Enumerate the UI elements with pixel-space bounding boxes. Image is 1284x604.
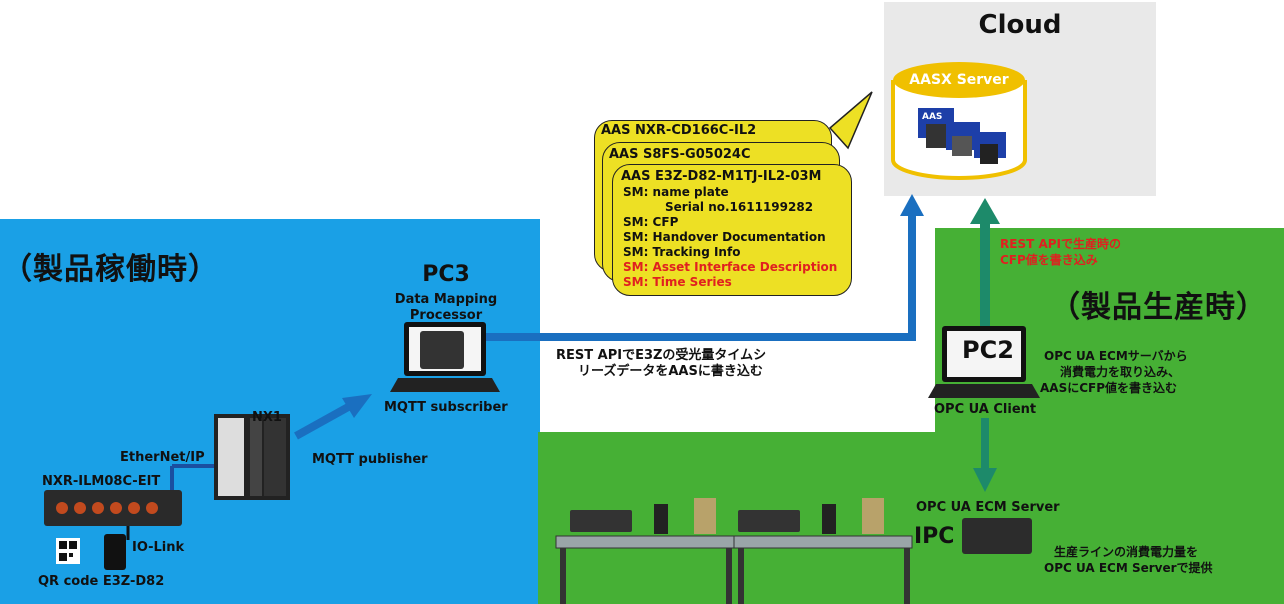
pc2-title: PC2 [962,336,1014,364]
qr-code [56,538,80,564]
io-link-label: IO-Link [132,540,185,555]
nxr-label: NXR-ILM08C-EIT [42,474,161,489]
aas-card-title: AAS NXR-CD166C-IL2 [601,123,757,138]
pc2-desc-line3: AASにCFP値を書き込む [1040,381,1178,395]
cloud-title: Cloud [978,10,1062,40]
e3z-sensor [104,534,126,570]
ecm-server-label: OPC UA ECM Server [916,500,1060,515]
submodel-item: Serial no.1611199282 [665,200,814,214]
submodel-item: SM: name plate [623,185,729,199]
submodel-item: SM: Handover Documentation [623,230,826,244]
pc2-desc-line1: OPC UA ECMサーバから [1044,349,1188,363]
nx1-label: NX1 [252,410,282,425]
nxr-io-link-master [44,490,182,526]
production-zone-title: （製品生産時） [1050,290,1267,325]
ecm-desc-line1: 生産ラインの消費電力量を [1054,545,1199,559]
operation-zone [0,219,540,604]
production-line [555,498,913,604]
aasx-server-label: AASX Server [909,72,1009,88]
operation-zone-title: （製品稼働時） [2,252,219,287]
arrow-mqtt-publisher [294,394,372,440]
ecm-desc-line2: OPC UA ECM Serverで提供 [1044,561,1213,575]
pc2-laptop [928,326,1040,398]
pc3-title: PC3 [422,262,470,287]
mqtt-publisher-label: MQTT publisher [312,452,428,467]
rest-pc2-label-line2: CFP値を書き込み [1000,253,1098,267]
ipc-label: IPC [914,524,955,549]
opc-ua-client-label: OPC UA Client [934,402,1037,417]
pc3-laptop [390,322,500,392]
pc3-role-line2: Processor [409,308,483,323]
pc2-desc-line2: 消費電力を取り込み、 [1060,365,1181,379]
ipc-box [962,518,1032,554]
submodel-item: SM: CFP [623,215,679,229]
nx1-controller [214,414,290,500]
aas-badge: AAS [922,112,943,122]
submodel-item: SM: Asset Interface Description [623,260,838,274]
rest-pc2-label-line1: REST APIで生産時の [1000,237,1121,251]
bubble-tail [828,91,873,150]
rest-pc3-label-line1: REST APIでE3Zの受光量タイムシ [556,348,767,363]
rest-pc3-label-line2: リーズデータをAASに書き込む [578,364,763,379]
qr-code-label: QR code E3Z-D82 [38,574,165,589]
mqtt-subscriber-label: MQTT subscriber [384,400,508,415]
aas-card-title: AAS S8FS-G05024C [609,147,751,162]
submodel-list: SM: name plate Serial no.1611199282 SM: … [623,185,837,290]
arrow-pc2-to-cloud [970,198,1000,328]
submodel-item: SM: Tracking Info [623,245,741,259]
pc3-role-line1: Data Mapping [394,292,498,307]
aas-card-title: AAS E3Z-D82-M1TJ-IL2-03M [621,169,822,184]
aas-card-e3z: AAS E3Z-D82-M1TJ-IL2-03M SM: name plate … [612,164,852,296]
aas-device-icons [918,108,1006,164]
submodel-item: SM: Time Series [623,275,732,289]
arrow-pc3-to-cloud [486,194,924,341]
arrow-pc2-to-ipc [973,418,997,492]
ethernet-ip-label: EtherNet/IP [120,450,205,465]
